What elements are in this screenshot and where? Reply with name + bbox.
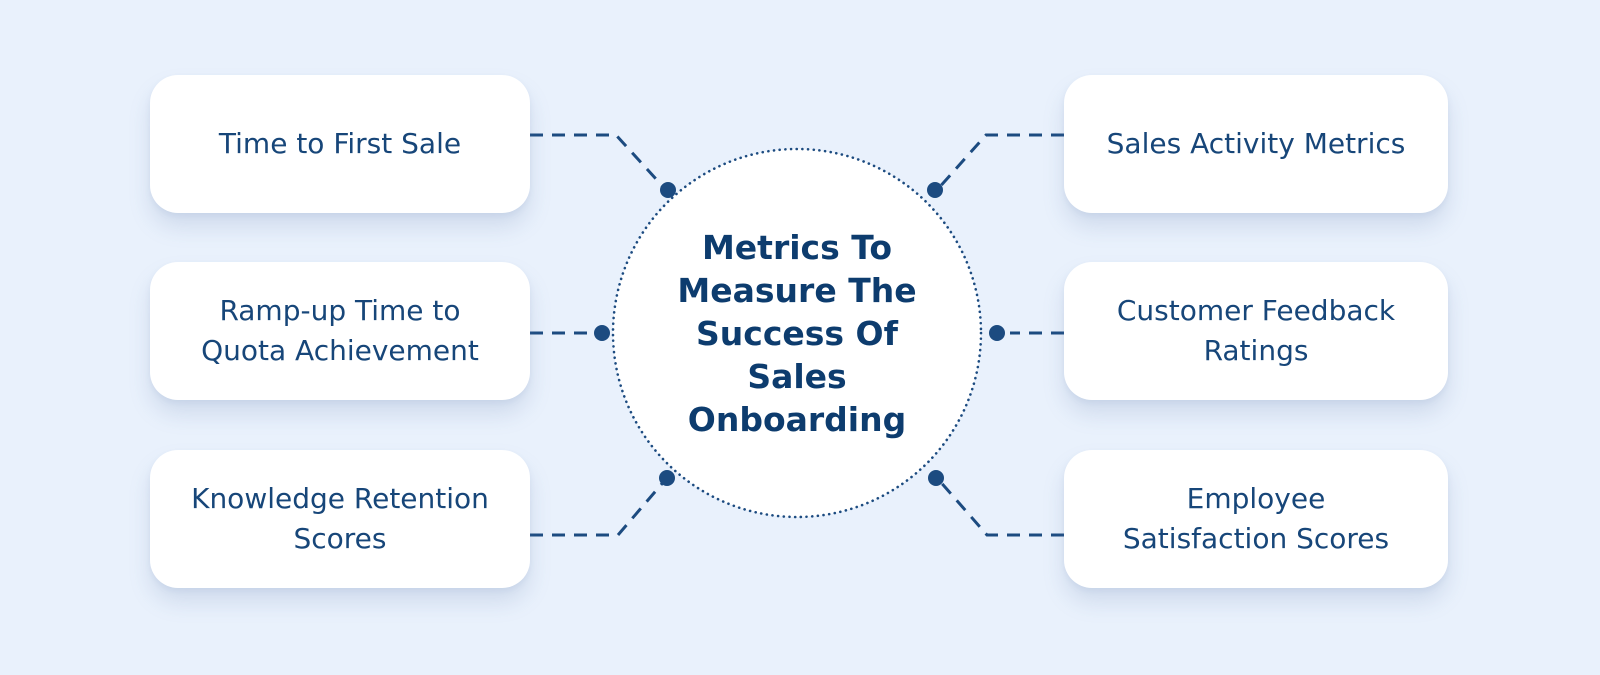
node-label-sales-activity: Sales Activity Metrics [1106, 127, 1406, 160]
connector-dot-mid-left [594, 325, 610, 341]
connector-time-to-first-sale [530, 133, 668, 192]
connector-dot-top-right [927, 182, 943, 198]
connector-dot-bottom-right [928, 470, 944, 486]
connector-dot-mid-right [989, 325, 1005, 341]
node-label-ramp-up-time: Ramp-up Time to Quota Achievement [201, 294, 479, 367]
connector-dot-bottom-left [659, 470, 675, 486]
node-box-ramp-up-time: Ramp-up Time to Quota Achievement [150, 262, 530, 400]
center-title: Metrics To Measure The Success Of Sales … [677, 228, 917, 439]
center-circle [611, 147, 983, 519]
connector-knowledge-retention [530, 478, 668, 537]
node-label-employee-satisfaction: Employee Satisfaction Scores [1122, 482, 1390, 555]
node-box-sales-activity: Sales Activity Metrics [1064, 75, 1448, 213]
connector-sales-activity [935, 133, 1064, 191]
node-label-knowledge-retention: Knowledge Retention Scores [191, 482, 489, 555]
node-box-customer-feedback: Customer Feedback Ratings [1064, 262, 1448, 400]
node-label-customer-feedback: Customer Feedback Ratings [1116, 294, 1396, 367]
connector-employee-satisfaction [936, 478, 1064, 537]
node-box-employee-satisfaction: Employee Satisfaction Scores [1064, 450, 1448, 588]
node-box-knowledge-retention: Knowledge Retention Scores [150, 450, 530, 588]
node-label-time-to-first-sale: Time to First Sale [218, 127, 462, 160]
connector-dot-top-left [660, 182, 676, 198]
node-box-time-to-first-sale: Time to First Sale [150, 75, 530, 213]
